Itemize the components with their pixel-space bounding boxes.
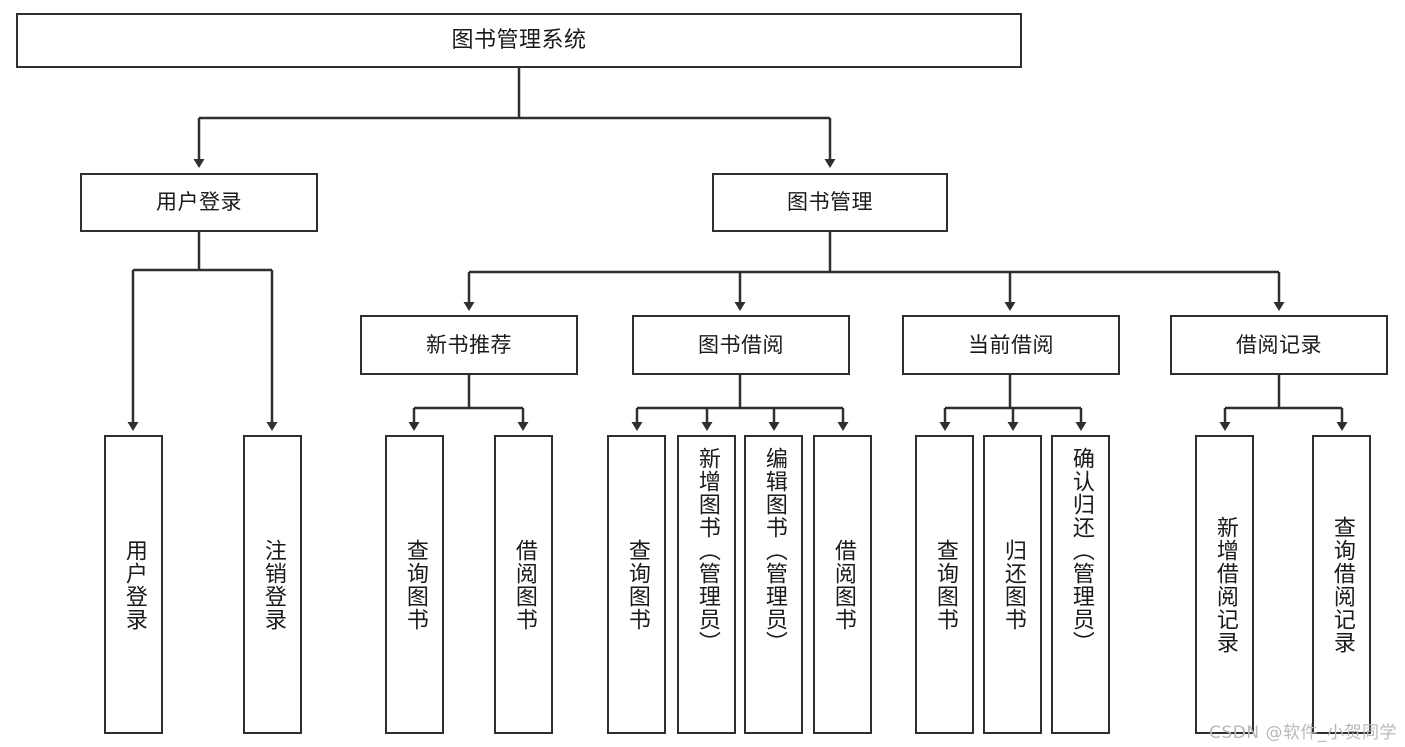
node-label: 图书管理系统: [451, 27, 587, 53]
node-new-book-recommend[interactable]: 新书推荐: [360, 315, 578, 375]
leaf-current-return-book[interactable]: 归还图书: [983, 435, 1042, 734]
leaf-borrow-borrow-book[interactable]: 借阅图书: [813, 435, 872, 734]
node-label: 新书推荐: [426, 332, 512, 357]
node-label: 新增借阅记录: [1212, 515, 1238, 654]
leaf-borrow-query-book[interactable]: 查询图书: [607, 435, 666, 734]
node-label: 新增图书（管理员）: [694, 447, 720, 654]
node-label: 图书管理: [787, 190, 873, 215]
leaf-borrow-edit-book-admin[interactable]: 编辑图书（管理员）: [744, 435, 803, 734]
leaf-current-query-book[interactable]: 查询图书: [915, 435, 974, 734]
leaf-recommend-borrow-book[interactable]: 借阅图书: [494, 435, 553, 734]
node-label: 用户登录: [121, 538, 147, 631]
leaf-user-logout[interactable]: 注销登录: [243, 435, 302, 734]
node-label: 借阅图书: [511, 538, 537, 631]
leaf-borrow-add-book-admin[interactable]: 新增图书（管理员）: [677, 435, 736, 734]
node-label: 用户登录: [156, 190, 242, 215]
node-book-management[interactable]: 图书管理: [712, 173, 948, 232]
node-user-login[interactable]: 用户登录: [80, 173, 318, 232]
node-label: 查询图书: [932, 538, 958, 631]
node-label: 确认归还（管理员）: [1068, 447, 1094, 654]
node-label: 借阅图书: [830, 538, 856, 631]
node-label: 查询借阅记录: [1329, 515, 1355, 654]
leaf-current-confirm-return-admin[interactable]: 确认归还（管理员）: [1051, 435, 1110, 734]
node-label: 查询图书: [402, 538, 428, 631]
node-label: 归还图书: [1000, 538, 1026, 631]
node-root-system[interactable]: 图书管理系统: [16, 13, 1022, 68]
node-label: 当前借阅: [968, 332, 1054, 357]
node-label: 编辑图书（管理员）: [761, 447, 787, 654]
node-borrow-records[interactable]: 借阅记录: [1170, 315, 1388, 375]
node-label: 查询图书: [624, 538, 650, 631]
node-label: 图书借阅: [698, 332, 784, 357]
leaf-user-login[interactable]: 用户登录: [104, 435, 163, 734]
leaf-recommend-query-book[interactable]: 查询图书: [385, 435, 444, 734]
leaf-records-add-record[interactable]: 新增借阅记录: [1195, 435, 1254, 734]
watermark-text: CSDN @软件_小贺同学: [1209, 723, 1397, 743]
node-current-borrow[interactable]: 当前借阅: [902, 315, 1120, 375]
leaf-records-query-record[interactable]: 查询借阅记录: [1312, 435, 1371, 734]
node-label: 注销登录: [260, 538, 286, 631]
node-label: 借阅记录: [1236, 332, 1322, 357]
node-book-borrow[interactable]: 图书借阅: [632, 315, 850, 375]
